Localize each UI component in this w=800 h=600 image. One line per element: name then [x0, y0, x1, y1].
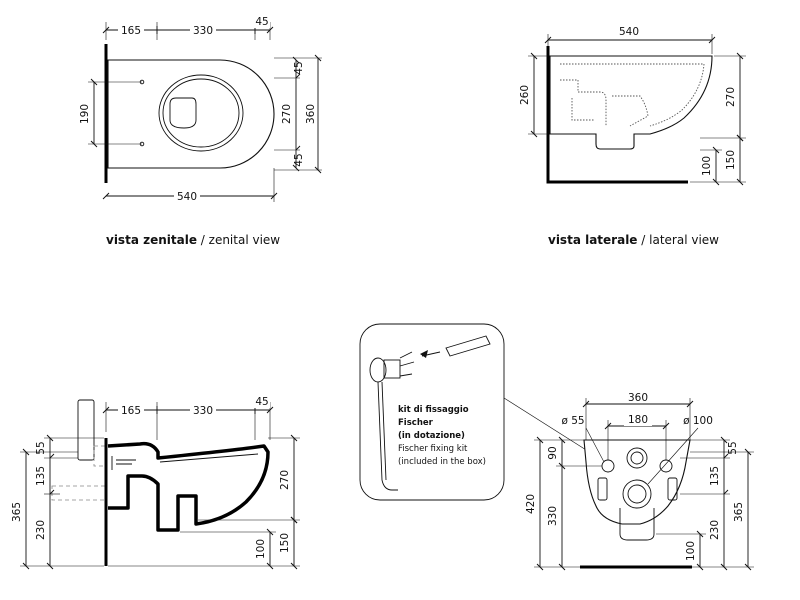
lateral-view-dim-100: 100: [701, 156, 713, 176]
kit-label-it-1: kit di fissaggio: [398, 405, 469, 415]
rear-view-dim-90: 90: [547, 446, 559, 459]
top-view: 165 330 45 190 45 270 45 360 540 vista z…: [79, 16, 322, 247]
section-view-dim-55: 55: [35, 441, 47, 454]
section-view-dim-165: 165: [121, 405, 141, 417]
kit-label-en-1: Fischer fixing kit: [398, 444, 468, 454]
top-view-rim-inner: [162, 78, 240, 148]
section-view-dim-100: 100: [255, 539, 267, 559]
lateral-view-caption: vista laterale / lateral view: [548, 233, 719, 247]
top-view-dim-270: 270: [281, 104, 293, 124]
rear-view-dim-330: 330: [547, 506, 559, 526]
kit-arrow-head: [420, 350, 428, 358]
rear-view-dim-230: 230: [709, 520, 721, 540]
top-view-dim-540: 540: [177, 191, 197, 203]
kit-bolt-head: [383, 359, 401, 379]
section-view-dim-45: 45: [255, 396, 268, 408]
kit-label-it-3: (in dotazione): [398, 431, 465, 441]
top-view-dim-360: 360: [305, 104, 317, 124]
top-view-dim-190: 190: [79, 104, 91, 124]
top-view-dim-45: 45: [255, 16, 268, 28]
section-view-dim-365: 365: [11, 502, 23, 522]
section-view-dim-230: 230: [35, 520, 47, 540]
kit-label-it-2: Fischer: [398, 418, 434, 428]
rear-view-dim-135: 135: [709, 466, 721, 486]
kit-label-en-2: (included in the box): [398, 457, 486, 467]
top-view-drain: [169, 97, 197, 129]
section-view-dim-270: 270: [279, 470, 291, 490]
lateral-view-wall-floor: [546, 46, 688, 184]
fixing-kit-illustration: [369, 335, 491, 491]
top-view-dim-330: 330: [193, 25, 213, 37]
rear-view-dim-100: 100: [685, 541, 697, 561]
section-view-outlet-dashed: [51, 485, 107, 501]
rear-view-dim-365: 365: [733, 502, 745, 522]
section-view: 165 330 45 55 135 230 365 270 100 150: [11, 396, 300, 570]
rear-view-slot-right: [667, 477, 678, 501]
lateral-view-hidden-lines: [560, 63, 705, 127]
fixing-kit-frame: [359, 323, 505, 501]
rear-view-dim-55-right: 55: [727, 441, 739, 454]
section-view-dim-330: 330: [193, 405, 213, 417]
lateral-view: 540 260 270 100 150 vista laterale / lat…: [519, 24, 746, 247]
section-view-flush-pipe: [77, 399, 95, 461]
section-view-dim-150: 150: [279, 533, 291, 553]
rear-view-dim-d100: ø 100: [683, 415, 713, 427]
section-view-inlet-dashed: [93, 445, 107, 467]
top-view-dim-45-lower: 45: [293, 153, 305, 166]
fixing-kit-callout: kit di fissaggio Fischer (in dotazione) …: [359, 323, 603, 501]
kit-threaded-rod: [377, 381, 398, 491]
kit-threaded-rod-edge: [381, 381, 387, 481]
rear-view-dim-180: 180: [628, 414, 648, 426]
section-view-bowl-section: [107, 441, 270, 532]
kit-bolt-nut: [399, 351, 415, 377]
top-view-bowl-outline: [107, 59, 275, 169]
rear-view-slot-left: [597, 477, 608, 501]
rear-view-inlet-hole: [626, 447, 648, 469]
top-view-dim-165: 165: [121, 25, 141, 37]
rear-view-dim-360: 360: [628, 392, 648, 404]
rear-view: 360 ø 55 180 ø 100 90 330 420 55 135 230…: [525, 390, 754, 571]
lateral-view-dim-260: 260: [519, 85, 531, 105]
rear-view-dim-420: 420: [525, 494, 537, 514]
section-view-dim-135: 135: [35, 466, 47, 486]
top-view-dim-45-upper: 45: [293, 61, 305, 74]
rear-view-outlet-hole: [622, 479, 652, 509]
rear-view-outlet-spigot: [619, 508, 655, 541]
lateral-view-dim-270: 270: [725, 87, 737, 107]
top-view-rim: [158, 74, 244, 152]
lateral-view-dim-150: 150: [725, 150, 737, 170]
rear-view-inlet-hole-inner: [630, 451, 644, 465]
section-view-fixing-detail: [111, 456, 136, 470]
rear-view-dim-d55: ø 55: [561, 415, 584, 427]
rear-view-body: [583, 439, 691, 525]
lateral-view-body: [549, 55, 713, 150]
top-view-caption: vista zenitale / zenital view: [106, 233, 280, 247]
lateral-view-dim-540: 540: [619, 26, 639, 38]
rear-view-outlet-hole-inner: [627, 484, 647, 504]
section-view-rim-line: [159, 453, 259, 463]
kit-anchor-sleeve: [445, 335, 491, 357]
